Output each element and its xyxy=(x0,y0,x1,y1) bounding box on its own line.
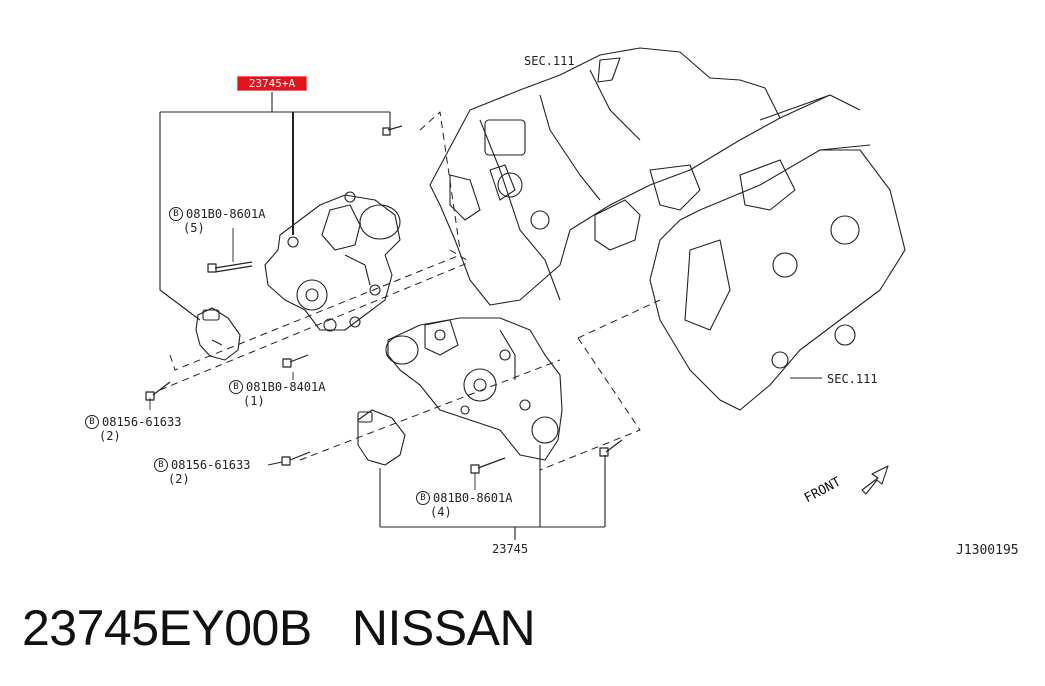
bolt-circle-icon: B xyxy=(229,380,243,394)
section-label-top: SEC.111 xyxy=(524,54,575,68)
label-pointers xyxy=(149,228,822,490)
leader-lines-top xyxy=(159,92,391,321)
dashed-guides xyxy=(159,111,661,471)
bolt-circle-icon: B xyxy=(85,415,99,429)
bolt-qty: (2) xyxy=(99,429,121,443)
cam-sensor-left xyxy=(195,307,241,361)
footer-title: 23745EY00B NISSAN xyxy=(22,600,536,656)
bolt-qty: (1) xyxy=(243,394,265,408)
leader-lines-bottom xyxy=(379,445,606,540)
bolt-code: 081B0-8601A xyxy=(433,491,513,505)
bolt-code: 081B0-8601A xyxy=(186,207,266,221)
upper-actuator-assembly xyxy=(264,191,401,332)
cam-sensor-lower xyxy=(357,409,406,466)
highlighted-part-label[interactable]: 23745+A xyxy=(237,76,307,91)
bolt-code: 08156-61633 xyxy=(171,458,251,472)
section-label-right: SEC.111 xyxy=(827,372,878,386)
bolt-circle-icon: B xyxy=(169,207,183,221)
bolt-code: 08156-61633 xyxy=(102,415,182,429)
front-arrow-icon xyxy=(861,465,889,495)
part-label-23745[interactable]: 23745 xyxy=(492,542,529,556)
bolt-graphics xyxy=(145,125,623,474)
bolt-qty: (5) xyxy=(183,221,205,235)
engine-block xyxy=(429,47,906,411)
bolt-qty: (2) xyxy=(168,472,190,486)
bolt-circle-icon: B xyxy=(416,491,430,505)
bolt-code: 081B0-8401A xyxy=(246,380,326,394)
part-number: 23745EY00B xyxy=(22,600,312,656)
bolt-qty: (4) xyxy=(430,505,452,519)
diagram-id: J1300195 xyxy=(956,543,1019,558)
brand-name: NISSAN xyxy=(351,600,536,656)
lower-actuator-assembly xyxy=(385,317,563,461)
bolt-circle-icon: B xyxy=(154,458,168,472)
